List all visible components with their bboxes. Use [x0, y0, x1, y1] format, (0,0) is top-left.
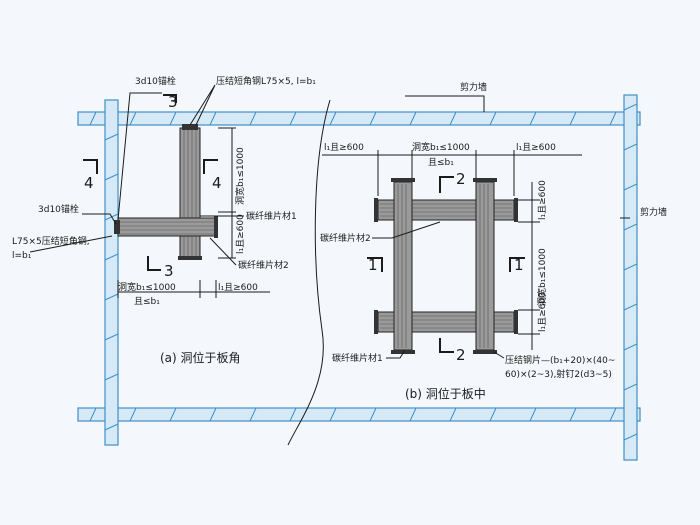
angle-top-leader [189, 84, 216, 126]
anchor-len-vert-a-label: l₁且≥600 [235, 214, 246, 254]
panel-a: 3 3 4 4 3d10锚栓 压结短角钢L75×5, l=b₁ 3d10锚栓 L… [12, 75, 316, 365]
top-right-dim-label: l₁且≥600 [516, 142, 556, 153]
caption-b: (b) 洞位于板中 [405, 386, 486, 401]
hole-horiz-a-label-2: 且≤b₁ [134, 296, 160, 307]
anchor-top-label: 3d10锚栓 [135, 75, 176, 87]
section-3-top: 3 [168, 93, 178, 111]
fiber-strip-left-b [393, 181, 413, 351]
panel-b: 2 2 1 1 剪力墙 剪力墙 l₁且≥600 洞宽b₁≤1000 且≤b₁ l… [320, 81, 667, 401]
fiber-strip-right-b [475, 181, 495, 351]
fiber2-b-leader [372, 221, 441, 239]
caption-a: (a) 洞位于板角 [160, 350, 241, 365]
section-3-bottom-mark [147, 256, 161, 271]
end-plate-bottom-a [178, 256, 202, 260]
shear-wall-top-label: 剪力墙 [460, 81, 487, 93]
dim-vertical-a [218, 127, 236, 259]
section-4-left: 4 [84, 174, 94, 192]
angle-steel-left-a [114, 220, 120, 234]
right-bot-dim-label: l₁且≥600 [537, 292, 548, 332]
angle-steel-top-a [182, 124, 198, 130]
section-3-bottom: 3 [164, 262, 174, 280]
fiber-strip-horizontal-a [117, 217, 217, 237]
section-2-top-mark [439, 176, 454, 193]
angle-top-label: 压结短角钢L75×5, l=b₁ [216, 75, 316, 87]
fiber-lines-horizontal-a [120, 221, 214, 235]
end-plate-right-a [214, 216, 218, 238]
section-3-top-mark [163, 94, 177, 103]
section-2-top: 2 [456, 170, 466, 188]
top-mid-dim-label: 洞宽b₁≤1000 [412, 141, 470, 153]
anchor-left-leader [82, 213, 117, 225]
shear-wall-b-leader [405, 95, 485, 112]
section-4-right-mark [203, 159, 218, 174]
anchor-len-horiz-a-label: l₁且≥600 [218, 282, 258, 293]
right-top-dim-label: l₁且≥600 [537, 180, 548, 220]
fiber1-b-leader [386, 349, 406, 359]
section-4-left-mark [83, 159, 98, 174]
section-2-bottom-mark [439, 338, 454, 353]
shear-wall-right-label: 剪力墙 [640, 206, 667, 218]
angle-left-leader [29, 235, 113, 253]
fiber-lines-right-b [479, 184, 489, 348]
fiber1-a-label: 碳纤维片材1 [246, 210, 297, 222]
hole-horiz-a-label: 洞宽b₁≤1000 [118, 281, 176, 293]
fiber-lines-left-b [397, 184, 407, 348]
fiber-strip-vertical-a [179, 127, 201, 259]
dim-right-b [518, 182, 540, 350]
top-wall-band [77, 111, 641, 126]
right-wall-band [623, 94, 638, 461]
top-left-dim-label: l₁且≥600 [324, 142, 364, 153]
section-1-left: 1 [368, 256, 378, 274]
section-1-left-mark [367, 257, 383, 272]
fiber2-b-label: 碳纤维片材2 [320, 232, 371, 244]
left-wall-band [104, 99, 119, 446]
hole-vert-a-label: 洞宽b₁≤1000 [234, 147, 246, 205]
anchor-left-label: 3d10锚栓 [38, 203, 79, 215]
end-plates-b [374, 178, 518, 354]
angle-left-label-1: L75×5压结短角钢, [12, 235, 90, 247]
right-mid-dim-label: 洞宽b₁≤1000 [536, 248, 548, 306]
section-1-right: 1 [514, 256, 524, 274]
wall-bands [77, 94, 641, 461]
plate-label-1: 压结钢片—(b₁+20)×(40~ [505, 354, 615, 366]
anchor-top-leader [117, 92, 162, 221]
dim-horizontal-a [117, 280, 270, 298]
bottom-wall-band [77, 407, 641, 422]
dim-top-b [322, 150, 582, 196]
wall-hatch [89, 103, 638, 441]
fiber2-a-leader [209, 237, 237, 266]
fiber2-a-label: 碳纤维片材2 [238, 259, 289, 271]
section-4-right: 4 [212, 174, 222, 192]
top-mid-dim-label-2: 且≤b₁ [428, 157, 454, 168]
section-1-right-mark [509, 257, 525, 272]
plate-leader [493, 351, 505, 359]
plate-label-2: 60)×(2~3),射钉2(d3~5) [505, 368, 612, 380]
fiber1-b-label: 碳纤维片材1 [332, 352, 383, 364]
section-2-bottom: 2 [456, 346, 466, 364]
angle-left-label-2: l=b₁ [12, 251, 32, 261]
break-line [287, 99, 331, 446]
